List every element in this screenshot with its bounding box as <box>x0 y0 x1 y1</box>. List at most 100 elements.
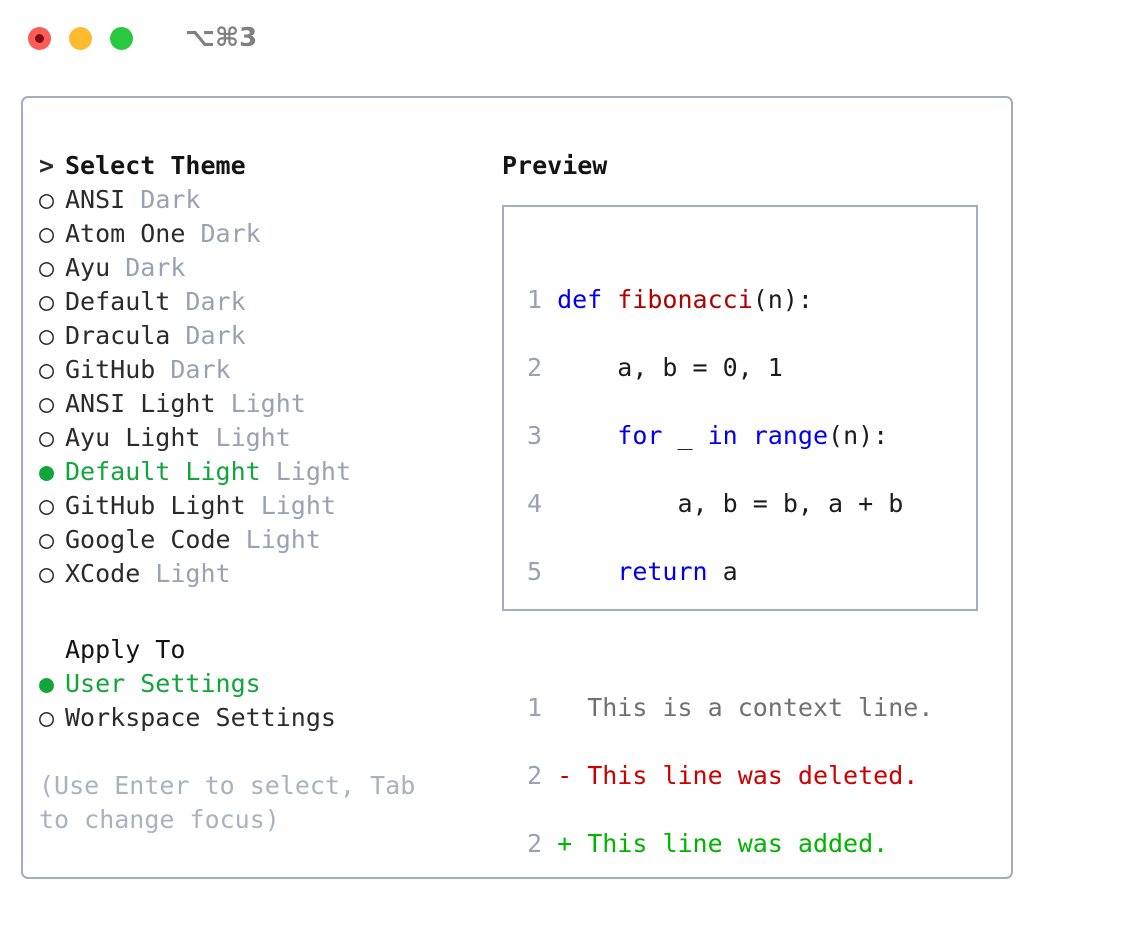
theme-picker-panel: >Select Theme ○ANSI Dark ○Atom One Dark … <box>39 149 499 837</box>
preview-panel: Preview 1 def fibonacci(n): 2 a, b = 0, … <box>502 149 992 858</box>
diff-line-deleted: 2 - This line was deleted. <box>514 759 933 793</box>
prompt-caret-icon: > <box>39 151 55 180</box>
code-token-text <box>557 557 617 586</box>
radio-icon[interactable]: ○ <box>39 253 55 282</box>
theme-option-google-code[interactable]: ○Google Code Light <box>39 523 499 557</box>
code-token-text: a <box>707 557 738 586</box>
line-number: 5 <box>526 557 542 586</box>
code-token-text: _ <box>662 421 708 450</box>
apply-to-label: Workspace Settings <box>65 703 336 732</box>
terminal-content-frame: >Select Theme ○ANSI Dark ○Atom One Dark … <box>21 96 1013 879</box>
theme-kind-label: Light <box>260 491 336 520</box>
theme-label: Dracula <box>65 321 171 350</box>
diff-line-context: 1 This is a context line. <box>514 691 933 725</box>
theme-label: Ayu <box>65 253 111 282</box>
radio-icon[interactable]: ○ <box>39 389 55 418</box>
theme-picker-header: >Select Theme <box>39 149 499 183</box>
theme-kind-label: Dark <box>185 321 246 350</box>
theme-label: Default Light <box>65 457 261 486</box>
theme-label: Default <box>65 287 171 316</box>
theme-label: ANSI <box>65 185 126 214</box>
theme-option-github-dark[interactable]: ○GitHub Dark <box>39 353 499 387</box>
code-token-keyword: for <box>617 421 663 450</box>
radio-icon[interactable]: ○ <box>39 321 55 350</box>
diff-text: This is a context line. <box>587 693 934 722</box>
line-number: 2 <box>526 829 542 858</box>
theme-kind <box>125 185 140 214</box>
radio-icon[interactable]: ○ <box>39 287 55 316</box>
close-button[interactable] <box>28 26 51 50</box>
theme-label: GitHub <box>65 355 156 384</box>
theme-option-ayu-light[interactable]: ○ Ayu Light Light <box>39 421 499 455</box>
theme-kind-label: Dark <box>200 219 261 248</box>
theme-option-dracula-dark[interactable]: ○ Dracula Dark <box>39 319 499 353</box>
theme-label: XCode <box>65 559 141 588</box>
diff-marker <box>557 693 572 722</box>
theme-option-github-light[interactable]: ○GitHub Light Light <box>39 489 499 523</box>
theme-option-default-light[interactable]: ● Default Light Light <box>39 455 499 489</box>
apply-to-label: User Settings <box>65 669 261 698</box>
code-token-text: (n): <box>752 285 813 314</box>
code-line: 3 for _ in range(n): <box>514 419 933 453</box>
theme-option-ansi-dark[interactable]: ○ ANSI Dark <box>39 183 499 217</box>
radio-icon[interactable]: ○ <box>39 559 55 588</box>
code-line: 5 return a <box>514 555 933 589</box>
radio-icon[interactable]: ○ <box>39 703 55 732</box>
theme-kind-label: Light <box>245 525 321 554</box>
radio-icon-selected[interactable]: ● <box>39 669 55 698</box>
apply-to-option-user-settings[interactable]: ● User Settings <box>39 667 499 701</box>
title-bar: ⌥⌘3 <box>0 0 1140 76</box>
line-number: 1 <box>526 285 542 314</box>
line-number: 4 <box>526 489 542 518</box>
diff-text: This line was added. <box>587 829 889 858</box>
theme-option-atom-one-dark[interactable]: ○ Atom One Dark <box>39 217 499 251</box>
radio-icon[interactable]: ○ <box>39 185 55 214</box>
code-token-text: a, b = b, a + b <box>557 489 904 518</box>
apply-to-header: Apply To <box>65 635 186 664</box>
hint-spacer <box>39 735 499 769</box>
theme-option-xcode[interactable]: ○XCode Light <box>39 557 499 591</box>
preview-title: Preview <box>502 151 608 180</box>
code-line: 1 def fibonacci(n): <box>514 283 933 317</box>
theme-kind-label: Light <box>215 423 291 452</box>
window-title: ⌥⌘3 <box>185 23 258 53</box>
theme-option-ayu-dark[interactable]: ○Ayu Dark <box>39 251 499 285</box>
line-number: 2 <box>526 761 542 790</box>
diff-text: This line was deleted. <box>587 761 919 790</box>
code-line: 4 a, b = b, a + b <box>514 487 933 521</box>
theme-kind-label: Light <box>230 389 306 418</box>
code-token-keyword: def <box>557 285 618 314</box>
radio-icon[interactable]: ○ <box>39 491 55 520</box>
theme-label: Ayu Light <box>65 423 201 452</box>
apply-to-option-workspace-settings[interactable]: ○ Workspace Settings <box>39 701 499 735</box>
radio-icon[interactable]: ○ <box>39 525 55 554</box>
theme-kind-label: Light <box>275 457 351 486</box>
theme-option-ansi-light[interactable]: ○ANSI Light Light <box>39 387 499 421</box>
code-line: 2 a, b = 0, 1 <box>514 351 933 385</box>
maximize-button[interactable] <box>110 26 133 50</box>
minimize-button[interactable] <box>69 26 92 50</box>
code-token-text: (n): <box>828 421 889 450</box>
theme-label: Atom One <box>65 219 186 248</box>
keyboard-hint: (Use Enter to select, Tab to change focu… <box>39 771 431 834</box>
line-number: 3 <box>526 421 542 450</box>
traffic-lights <box>28 26 133 50</box>
radio-icon[interactable]: ○ <box>39 219 55 248</box>
radio-icon[interactable]: ○ <box>39 423 55 452</box>
line-number: 1 <box>526 693 542 722</box>
diff-marker: + <box>557 829 573 858</box>
theme-kind-label: Dark <box>185 287 246 316</box>
radio-icon[interactable]: ○ <box>39 355 55 384</box>
theme-option-default-dark[interactable]: ○ Default Dark <box>39 285 499 319</box>
code-token-function: fibonacci <box>617 285 753 314</box>
code-token-keyword: in range <box>707 421 829 450</box>
section-spacer <box>39 591 499 633</box>
preview-box: 1 def fibonacci(n): 2 a, b = 0, 1 3 for … <box>502 205 978 858</box>
theme-kind-label: Dark <box>140 185 201 214</box>
code-blank-line <box>514 623 933 657</box>
radio-icon-selected[interactable]: ● <box>39 457 55 486</box>
code-token-text: a, b = 0, 1 <box>557 353 783 382</box>
diff-marker: - <box>557 761 573 790</box>
code-token-text <box>557 421 617 450</box>
